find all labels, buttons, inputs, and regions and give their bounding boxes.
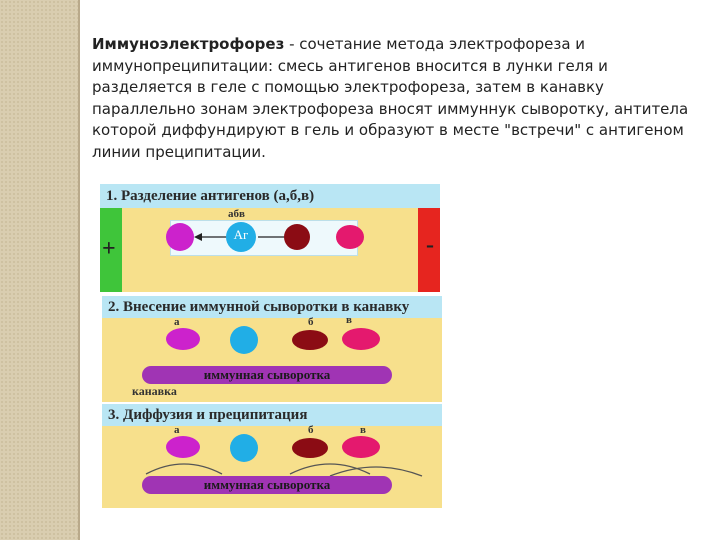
panel2-label-b: б <box>308 316 314 328</box>
panel3-label-b: б <box>308 424 314 436</box>
panel2-antigen-b <box>292 330 328 350</box>
panel2-antigen-v <box>342 328 380 350</box>
definition-text: - сочетание метода электрофореза и иммун… <box>92 35 688 161</box>
antigen-mix-spot: Аг <box>226 222 256 252</box>
definition-paragraph: Иммуноэлектрофорез - сочетание метода эл… <box>92 34 697 163</box>
antigen-a-spot <box>166 223 194 251</box>
panel2-serum-groove: иммунная сыворотка <box>142 366 392 384</box>
panel3-title: 3. Диффузия и преципитация <box>102 404 442 426</box>
panel2-antigen-mix <box>230 326 258 354</box>
panel1-title: 1. Разделение антигенов (а,б,в) <box>100 184 440 208</box>
immunoelectrophoresis-diagram: 1. Разделение антигенов (а,б,в) + - абв … <box>90 180 456 516</box>
term-heading: Иммуноэлектрофорез <box>92 35 284 53</box>
abv-label: абв <box>228 208 245 220</box>
antigen-b-spot <box>284 224 310 250</box>
groove-label: канавка <box>132 384 177 399</box>
panel2-title: 2. Внесение иммунной сыворотки в канавку <box>102 296 442 318</box>
panel3-label-v: в <box>360 424 366 436</box>
panel2-label-a: а <box>174 316 180 328</box>
panel2-label-v: в <box>346 314 352 326</box>
panel3-serum-groove: иммунная сыворотка <box>142 476 392 494</box>
decorative-side-bar <box>0 0 78 540</box>
panel3-label-a: а <box>174 424 180 436</box>
panel2-antigen-a <box>166 328 200 350</box>
antigen-v-spot <box>336 225 364 249</box>
plus-sign: + <box>102 236 116 263</box>
minus-sign: - <box>426 232 434 259</box>
side-divider <box>78 0 80 540</box>
